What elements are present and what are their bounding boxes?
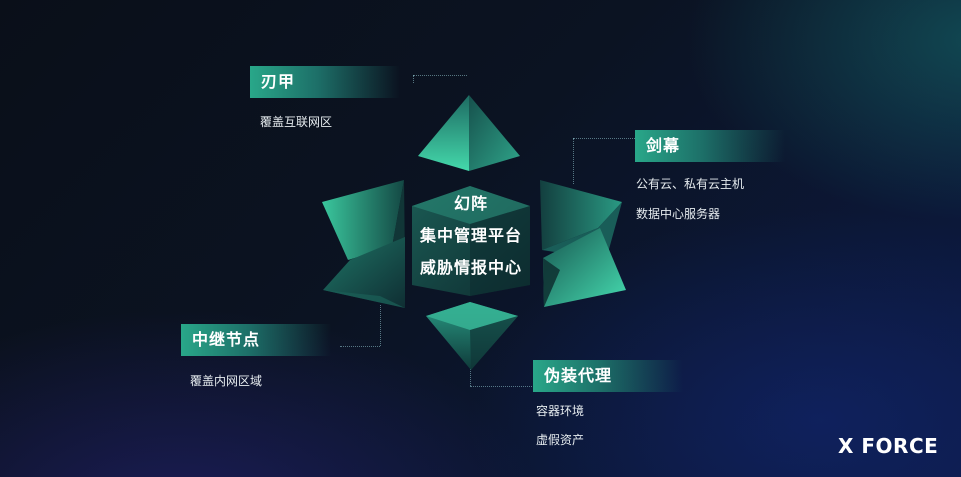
brand-logo: X FORCE (838, 434, 939, 458)
node-right-title: 剑幕 (635, 130, 785, 162)
center-title: 幻阵 (453, 194, 488, 213)
connector-left-v (380, 305, 381, 346)
left-prisms (322, 180, 405, 308)
node-right-desc-2: 数据中心服务器 (636, 207, 721, 221)
center-line-platform: 集中管理平台 (419, 226, 522, 245)
bottom-pyramid (426, 302, 518, 370)
node-bottom-desc-1: 容器环境 (536, 404, 585, 418)
node-bottom-desc-2: 虚假资产 (536, 433, 585, 447)
connector-bottom (470, 386, 532, 387)
right-prisms (540, 180, 626, 307)
connector-top-v (413, 75, 414, 83)
node-top-desc: 覆盖互联网区 (260, 115, 333, 129)
connector-left (340, 346, 380, 347)
connector-bottom-v (470, 366, 471, 386)
node-left-title: 中继节点 (181, 324, 331, 356)
top-pyramid (418, 95, 520, 171)
node-bottom-title: 伪装代理 (533, 360, 683, 392)
center-cube (412, 186, 530, 296)
node-left-desc: 覆盖内网区域 (190, 374, 263, 388)
connector-right-v (573, 138, 574, 184)
node-right-desc-1: 公有云、私有云主机 (636, 177, 745, 191)
connector-top (413, 75, 467, 76)
connector-right (573, 138, 635, 139)
center-line-intel: 威胁情报中心 (419, 258, 522, 277)
node-top-title: 刃甲 (250, 66, 400, 98)
